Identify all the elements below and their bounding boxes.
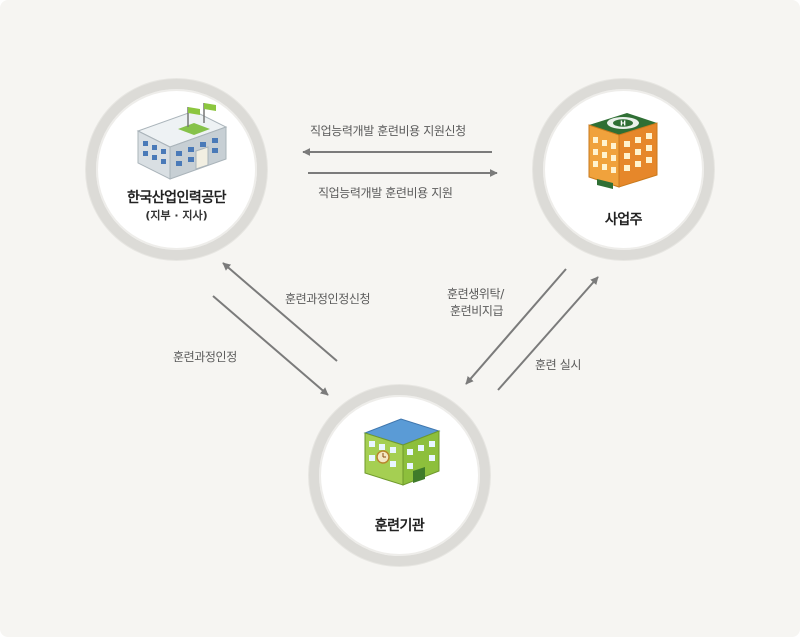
node-hrd-label: 한국산업인력공단 bbox=[126, 190, 227, 206]
government-building-icon bbox=[136, 103, 228, 180]
svg-text:H: H bbox=[620, 120, 626, 128]
office-building-icon: H bbox=[588, 113, 658, 189]
node-hrd-korea: 한국산업인력공단 (지부 · 지사) bbox=[86, 79, 267, 260]
node-employer: H 사업주 bbox=[533, 79, 714, 260]
edge-label-consign-line1: 훈련생위탁/ bbox=[447, 287, 504, 301]
node-hrd-sublabel: (지부 · 지사) bbox=[145, 209, 208, 222]
node-employer-label: 사업주 bbox=[604, 212, 643, 228]
arrow-consign bbox=[465, 268, 567, 385]
edge-label-course-apply: 훈련과정인정신청 bbox=[285, 292, 371, 306]
school-building-icon bbox=[363, 418, 441, 486]
arrow-course-approve bbox=[212, 295, 329, 396]
node-training-institution: 훈련기관 bbox=[309, 385, 490, 566]
arrow-conduct bbox=[497, 276, 599, 391]
node-training-label: 훈련기관 bbox=[374, 518, 425, 534]
edge-label-consign-line2: 훈련비지급 bbox=[450, 304, 504, 318]
edge-label-course-approve: 훈련과정인정 bbox=[173, 350, 237, 364]
edge-label-conduct: 훈련 실시 bbox=[535, 358, 581, 372]
arrow-course-apply bbox=[222, 262, 338, 362]
edge-label-apply-support: 직업능력개발 훈련비용 지원신청 bbox=[310, 124, 466, 138]
edge-label-provide-support: 직업능력개발 훈련비용 지원 bbox=[318, 186, 453, 200]
